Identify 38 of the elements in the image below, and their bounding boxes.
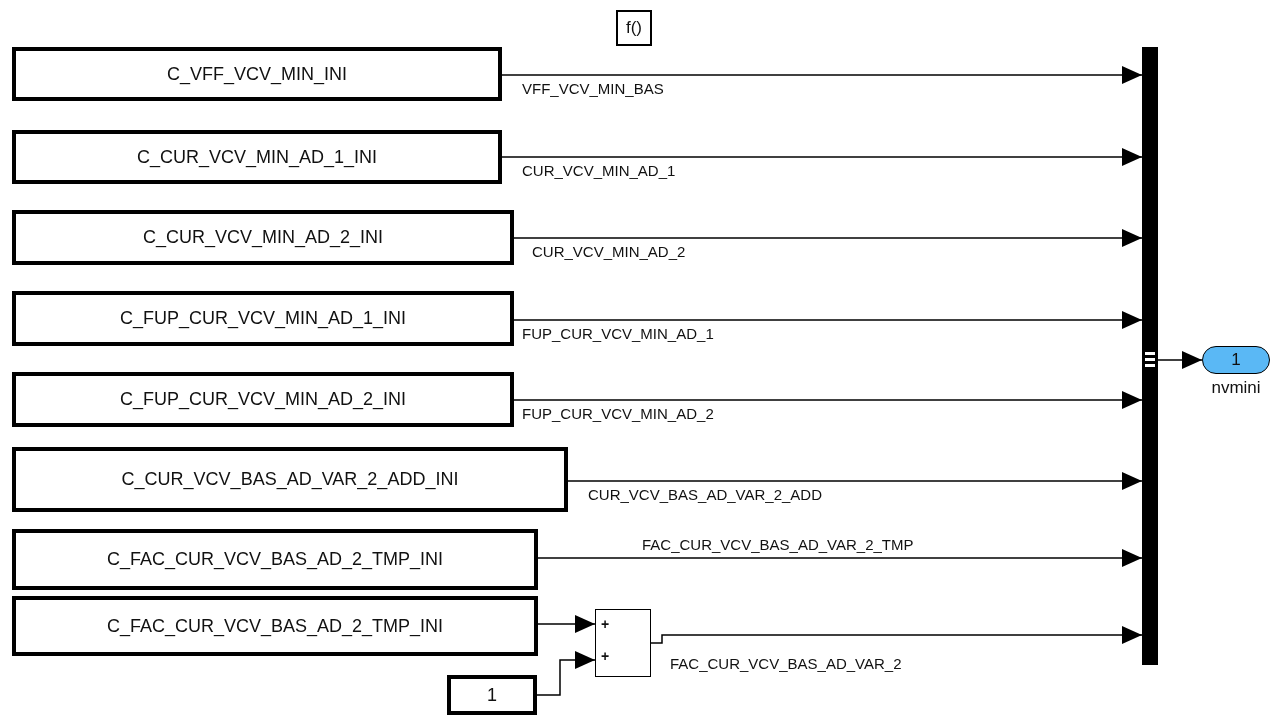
block-label: 1	[1231, 350, 1241, 370]
signal-arrow	[536, 651, 596, 696]
block-label: C_VFF_VCV_MIN_INI	[166, 63, 347, 85]
signal-arrow	[501, 66, 1143, 84]
constant-block	[12, 291, 514, 346]
constant-block	[447, 675, 537, 715]
constant-block	[12, 596, 538, 656]
signal-arrow	[650, 626, 1143, 644]
signal-arrow	[513, 229, 1143, 247]
block-label: C_CUR_VCV_MIN_AD_2_INI	[142, 227, 384, 248]
outport-block	[1202, 346, 1270, 374]
block-label: 1	[487, 684, 497, 706]
signal-arrow	[513, 311, 1143, 329]
constant-block	[12, 372, 514, 427]
signal-arrow	[567, 472, 1143, 490]
constant-block	[12, 47, 502, 101]
bus-arrow	[1157, 351, 1203, 369]
block-label: C_FAC_CUR_VCV_BAS_AD_2_TMP_INI	[106, 615, 444, 637]
sum-block	[595, 609, 651, 677]
signal-arrow	[513, 391, 1143, 409]
mux-bar	[1142, 47, 1158, 665]
block-label: C_FUP_CUR_VCV_MIN_AD_2_INI	[119, 389, 407, 410]
signal-arrow	[537, 615, 596, 633]
plus-sign: +	[601, 616, 610, 632]
constant-block	[12, 529, 538, 590]
block-label: f()	[625, 18, 642, 38]
constant-block	[12, 210, 514, 265]
signal-arrow	[537, 549, 1143, 567]
block-label: C_FUP_CUR_VCV_MIN_AD_1_INI	[119, 308, 407, 329]
constant-block	[12, 447, 568, 512]
block-label: C_CUR_VCV_BAS_AD_VAR_2_ADD_INI	[121, 469, 459, 490]
block-label: C_FAC_CUR_VCV_BAS_AD_2_TMP_INI	[106, 549, 444, 570]
function-block	[616, 10, 652, 46]
constant-block	[12, 130, 502, 184]
block-label: C_CUR_VCV_MIN_AD_1_INI	[136, 146, 378, 168]
port-name: nvmini	[1210, 378, 1262, 398]
signal-arrow	[501, 148, 1143, 166]
plus-sign: +	[601, 648, 610, 664]
